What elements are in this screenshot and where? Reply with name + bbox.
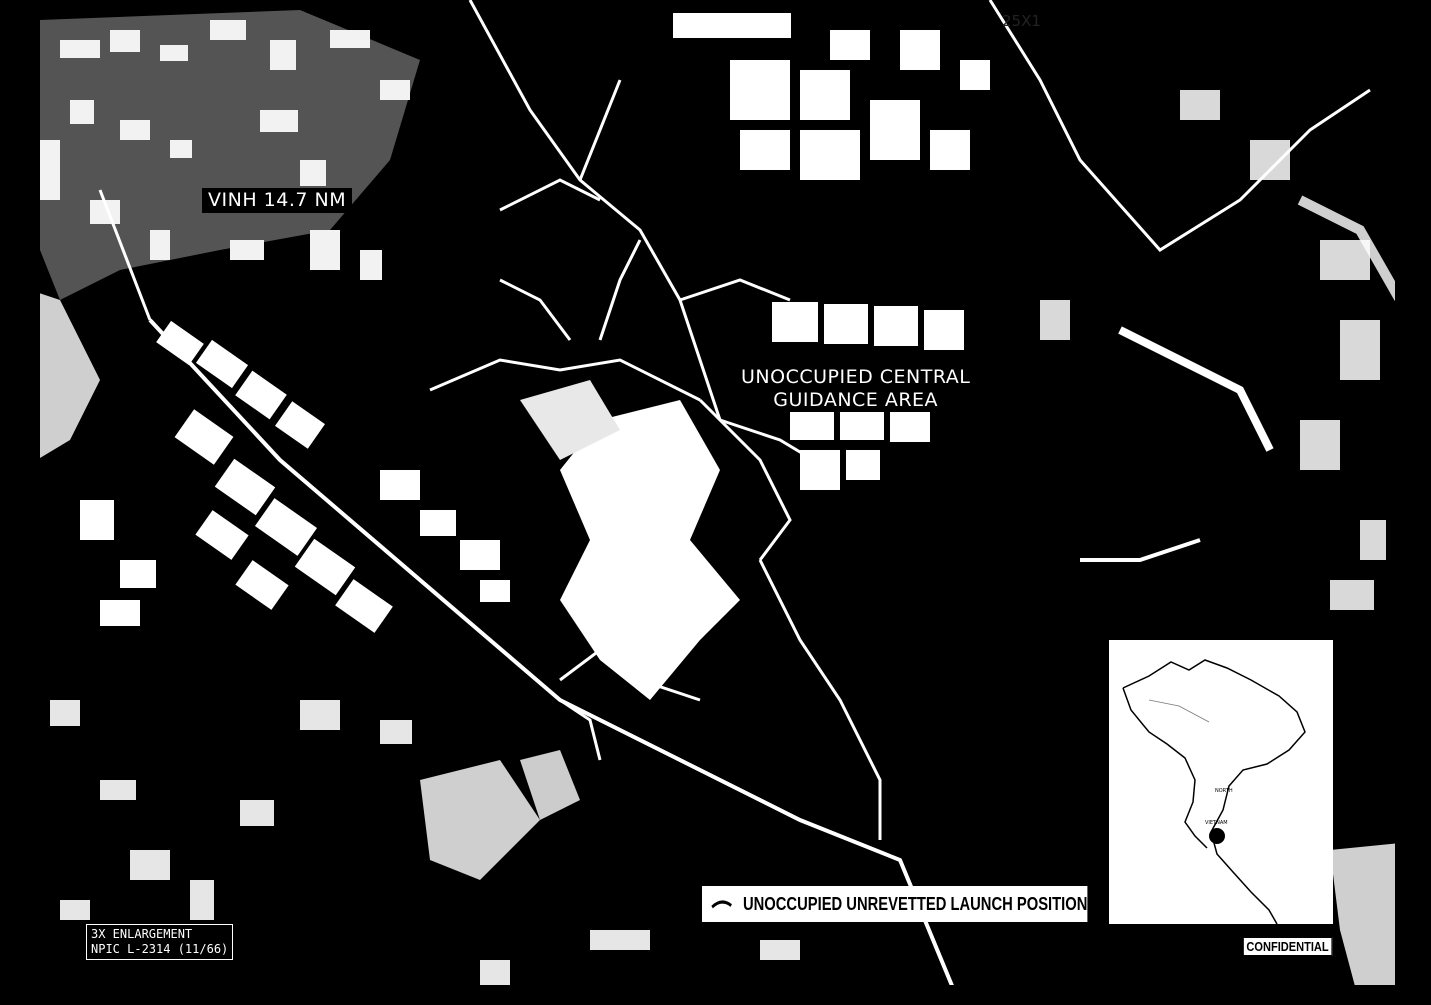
guidance-area-label: UNOCCUPIED CENTRAL GUIDANCE AREA	[735, 366, 977, 412]
top-tape	[671, 11, 793, 40]
location-dot-icon	[1209, 828, 1225, 844]
vinh-distance-label: VINH 14.7 NM	[202, 188, 353, 213]
enlargement-line2: NPIC L-2314 (11/66)	[91, 942, 229, 956]
inset-north-label: NORTH	[1215, 788, 1233, 794]
launch-position-text: UNOCCUPIED UNREVETTED LAUNCH POSITION	[742, 894, 1088, 914]
enlargement-label: 3X ENLARGEMENT NPIC L-2314 (11/66)	[86, 924, 234, 960]
launch-position-icon	[711, 900, 732, 909]
launch-position-legend: UNOCCUPIED UNREVETTED LAUNCH POSITION	[702, 886, 1088, 922]
vietnam-outline: NORTH VIETNAM	[1109, 640, 1333, 925]
corner-stamp: 25X1	[1002, 12, 1041, 30]
guidance-label-line2: GUIDANCE AREA	[735, 389, 977, 412]
enlargement-line1: 3X ENLARGEMENT	[91, 927, 193, 941]
guidance-label-line1: UNOCCUPIED CENTRAL	[735, 366, 977, 389]
inset-locator-map: NORTH VIETNAM	[1109, 640, 1333, 925]
inset-vietnam-label: VIETNAM	[1205, 820, 1228, 826]
classification-label: CONFIDENTIAL	[1243, 937, 1333, 956]
